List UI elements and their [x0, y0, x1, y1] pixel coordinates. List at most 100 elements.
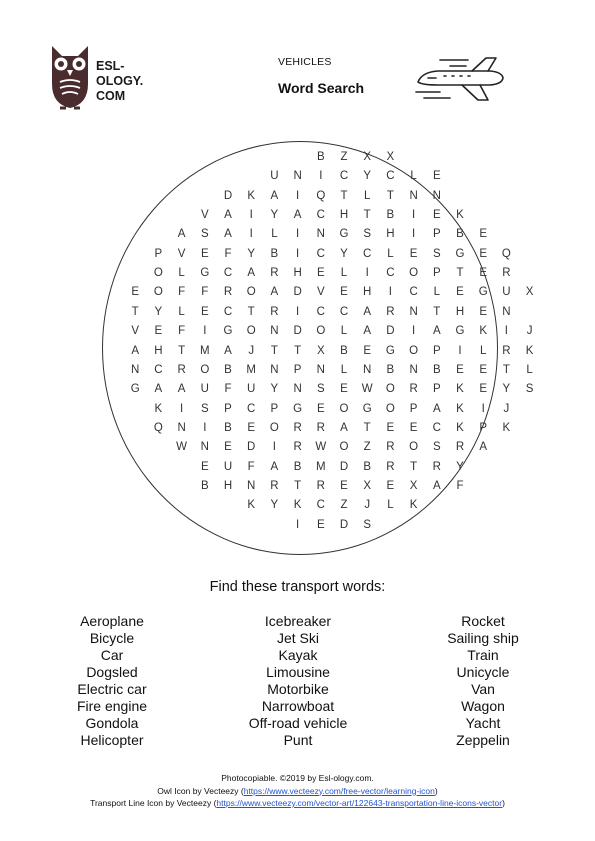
grid-letter: U [200, 383, 209, 396]
grid-letter: R [270, 267, 279, 280]
grid-letter: U [223, 460, 233, 473]
grid-letter: G [478, 286, 488, 299]
grid-letter: G [200, 267, 210, 280]
grid-letter: L [387, 247, 394, 260]
grid-letter: Y [502, 383, 511, 396]
grid-letter: I [388, 286, 392, 299]
grid-letter: I [272, 441, 276, 454]
grid-letter: C [316, 209, 325, 222]
grid-letter: I [295, 189, 300, 202]
grid-letter: C [154, 363, 163, 376]
grid-letter: F [456, 479, 464, 492]
worksheet-subject: VEHICLES [278, 56, 332, 68]
grid-letter: I [295, 228, 300, 241]
owl-credit-line: Owl Icon by Vecteezy (https://www.vectee… [0, 785, 595, 798]
grid-letter: Q [316, 189, 326, 202]
grid-letter: C [316, 499, 325, 512]
grid-letter: E [340, 383, 348, 396]
grid-letter: J [364, 499, 371, 512]
credit-text: ) [434, 785, 438, 796]
word-list-item: Helicopter [80, 732, 144, 748]
grid-letter: A [270, 286, 279, 299]
grid-letter: H [363, 286, 372, 299]
grid-letter: C [339, 305, 349, 318]
grid-letter: F [224, 383, 232, 396]
grid-letter: E [479, 228, 488, 241]
grid-letter: S [363, 228, 372, 241]
word-list-item: Bicycle [89, 630, 135, 646]
word-list-item: Gondola [85, 715, 139, 731]
grid-letter: N [247, 479, 256, 492]
grid-letter: H [455, 305, 465, 318]
grid-letter: H [223, 479, 233, 492]
grid-letter: A [224, 209, 232, 222]
grid-letter: I [203, 325, 207, 338]
grid-letter: H [339, 209, 349, 222]
grid-letter: B [293, 460, 302, 473]
grid-letter: B [386, 209, 395, 222]
grid-letter: I [458, 344, 462, 357]
grid-letter: E [479, 305, 488, 318]
grid-letter: G [339, 228, 349, 241]
grid-letter: E [316, 402, 325, 415]
grid-letter: Z [363, 441, 371, 454]
grid-letter: X [363, 479, 372, 492]
grid-letter: R [386, 441, 395, 454]
word-list-item: Off-road vehicle [248, 715, 348, 731]
grid-letter: R [386, 305, 395, 318]
grid-letter: O [316, 325, 326, 338]
grid-letter: P [432, 267, 441, 280]
grid-letter: I [365, 267, 369, 280]
grid-letter: D [247, 441, 256, 454]
grid-letter: T [363, 209, 371, 222]
owl-credit-link[interactable]: https://www.vecteezy.com/free-vector/lea… [243, 785, 435, 796]
grid-letter: E [247, 421, 256, 434]
word-list-item: Car [100, 647, 124, 663]
grid-letter: R [409, 383, 418, 396]
grid-letter: X [363, 151, 372, 163]
grid-letter: P [479, 421, 488, 434]
word-list-item: Limousine [266, 664, 330, 680]
grid-letter: I [319, 170, 323, 183]
grid-letter: I [249, 228, 253, 241]
grid-letter: I [411, 325, 416, 338]
grid-letter: L [433, 286, 440, 299]
grid-letter: E [340, 286, 348, 299]
grid-letter: T [386, 189, 394, 202]
grid-letter: C [386, 170, 395, 183]
grid-letter: E [154, 325, 163, 338]
grid-letter: L [410, 170, 417, 183]
grid-letter: V [316, 286, 325, 299]
grid-letter: F [178, 325, 186, 338]
grid-letter: T [456, 267, 464, 280]
transport-credit-link[interactable]: https://www.vecteezy.com/vector-art/1226… [216, 798, 503, 808]
grid-letter: W [176, 441, 188, 454]
grid-letter: Z [340, 499, 348, 512]
grid-letter: Y [154, 305, 163, 318]
word-list-item: Sailing ship [447, 630, 519, 646]
grid-letter: O [153, 286, 163, 299]
grid-letter: P [432, 228, 441, 241]
grid-letter: A [363, 325, 372, 338]
grid-letter: R [270, 479, 279, 492]
grid-letter: K [293, 499, 302, 512]
word-list-item: Fire engine [76, 698, 148, 714]
grid-letter: E [386, 421, 395, 434]
copyright-line: Photocopiable. ©2019 by Esl-ology.com. [221, 773, 374, 783]
brand-name: ESL- OLOGY. COM [96, 59, 143, 104]
grid-letter: D [293, 325, 302, 338]
grid-letter: T [340, 189, 348, 202]
grid-letter: A [270, 189, 279, 202]
word-list-item: Zeppelin [456, 732, 510, 748]
airplane-line-icon [415, 57, 504, 101]
grid-letter: I [179, 402, 184, 415]
grid-letter: J [248, 344, 255, 357]
grid-letter: B [224, 421, 232, 434]
grid-letter: C [316, 247, 325, 260]
grid-letter: O [339, 402, 349, 415]
grid-letter: E [479, 267, 488, 280]
grid-letter: R [270, 305, 279, 318]
